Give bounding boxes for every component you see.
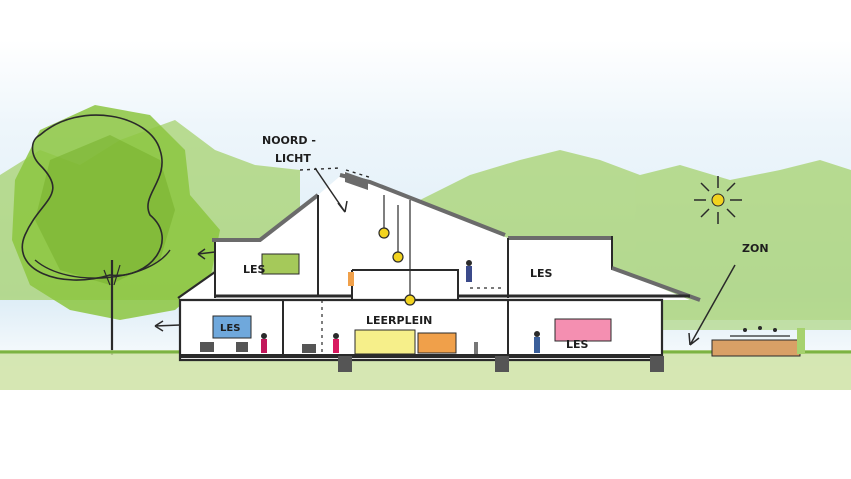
- room-label-les-upper-right: LES: [530, 267, 553, 280]
- yellow-panel: [354, 329, 416, 355]
- tree: [12, 105, 220, 355]
- blue-panel: [212, 315, 252, 339]
- green-panel: [261, 253, 300, 275]
- room-label-les-lower-left: LES: [220, 323, 240, 334]
- room-label-leerplein: LEERPLEIN: [366, 314, 432, 327]
- sun-label: ZON: [742, 242, 769, 255]
- pink-panel: [554, 318, 612, 342]
- room-label-les-lower-right: LES: [566, 338, 589, 351]
- north-light-label-line2: LICHT: [275, 152, 311, 165]
- sun-icon: [694, 176, 742, 224]
- building: [177, 167, 701, 372]
- north-light-label-line1: NOORD -: [262, 134, 316, 147]
- orange-panel: [417, 332, 457, 354]
- arrows: [154, 167, 736, 346]
- planter: [711, 326, 805, 357]
- people: [200, 260, 540, 354]
- room-label-les-upper-left: LES: [243, 263, 266, 276]
- pendant-lamps: [378, 195, 416, 306]
- orange-chair: [348, 272, 354, 286]
